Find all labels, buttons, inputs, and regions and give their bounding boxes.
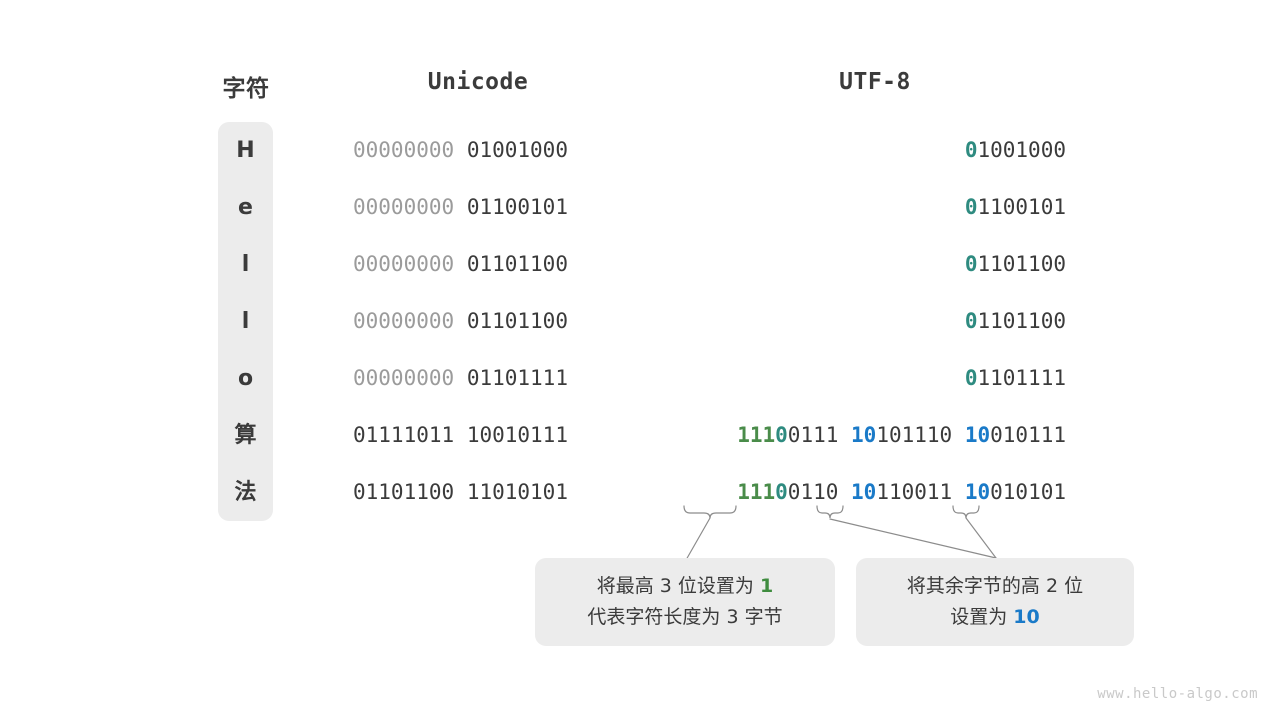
leader-line-2	[829, 518, 997, 559]
utf8-value: 01100101	[0, 179, 1066, 236]
utf8-lead-byte-payload: 0111	[787, 423, 839, 447]
unicode-value: 00000000 01101100	[353, 236, 568, 293]
utf8-value: 11100110 10110011 10010101	[0, 464, 1066, 521]
utf8-lead-byte-payload: 0110	[787, 480, 839, 504]
unicode-high-byte: 00000000	[353, 309, 455, 333]
unicode-low-byte: 01101100	[466, 309, 568, 333]
utf8-lead-byte-payload: 1101100	[977, 309, 1066, 333]
utf8-length-marker-zero: 0	[775, 423, 788, 447]
unicode-low-byte: 01101100	[466, 252, 568, 276]
callout-2-line2-pre: 设置为	[950, 606, 1014, 628]
unicode-value: 00000000 01101100	[353, 293, 568, 350]
column-header-unicode: Unicode	[427, 69, 529, 95]
site-watermark: www.hello-algo.com	[1097, 686, 1258, 702]
callout-1-line2-pre: 代表字符长度为 3 字节	[587, 606, 783, 628]
utf8-length-marker-zero: 0	[964, 366, 978, 390]
utf8-value: 01101100	[0, 236, 1066, 293]
character-column-panel	[218, 122, 273, 521]
utf8-value: 01001000	[0, 122, 1066, 179]
callout-2-line1-pre: 将其余字节的高 2 位	[906, 575, 1084, 597]
utf8-continuation-prefix: 10	[964, 423, 991, 447]
utf8-value: 01101100	[0, 293, 1066, 350]
character-cell: l	[241, 252, 250, 277]
utf8-byte-gap	[838, 423, 851, 447]
column-header-character: 字符	[222, 76, 270, 102]
utf8-lead-byte-payload: 1100101	[977, 195, 1066, 219]
utf8-length-marker-ones: 111	[737, 480, 776, 504]
character-cell: l	[241, 309, 250, 334]
unicode-low-byte: 01100101	[466, 195, 568, 219]
unicode-high-byte: 00000000	[353, 138, 455, 162]
column-header-utf8: UTF-8	[839, 69, 911, 95]
unicode-high-byte: 00000000	[353, 366, 455, 390]
unicode-value: 00000000 01101111	[353, 350, 568, 407]
callout-continuation-bytes: 将其余字节的高 2 位 设置为 10	[856, 558, 1134, 646]
unicode-value: 00000000 01100101	[353, 179, 568, 236]
utf8-continuation-payload: 010101	[990, 480, 1066, 504]
utf8-continuation-prefix: 10	[964, 480, 991, 504]
character-cell: H	[236, 138, 255, 163]
unicode-value: 01101100 11010101	[353, 464, 568, 521]
utf8-value: 01101111	[0, 350, 1066, 407]
unicode-value: 01111011 10010111	[353, 407, 568, 464]
unicode-high-byte: 01101100	[353, 480, 455, 504]
utf8-length-marker-zero: 0	[964, 309, 978, 333]
utf8-lead-byte-payload: 1001000	[977, 138, 1066, 162]
leader-line-3	[965, 517, 997, 559]
character-cell: 算	[234, 423, 257, 448]
leader-line-1	[685, 517, 711, 561]
utf8-continuation-payload: 110011	[876, 480, 953, 504]
utf8-value: 11100111 10101110 10010111	[0, 407, 1066, 464]
utf8-continuation-payload: 010111	[990, 423, 1066, 447]
callout-1-line1-pre: 将最高 3 位设置为	[596, 575, 760, 597]
utf8-byte-gap	[952, 480, 965, 504]
utf8-continuation-prefix: 10	[851, 423, 877, 447]
utf8-lead-byte-payload: 1101100	[977, 252, 1066, 276]
unicode-high-byte: 01111011	[353, 423, 455, 447]
unicode-low-byte: 01101111	[466, 366, 568, 390]
unicode-low-byte: 10010111	[466, 423, 568, 447]
callout-continuation-line-1: 将其余字节的高 2 位	[907, 571, 1083, 602]
utf8-length-marker-zero: 0	[964, 252, 978, 276]
callout-1-line1-emphasis: 1	[759, 575, 774, 597]
utf8-length-marker-zero: 0	[964, 195, 978, 219]
unicode-value: 00000000 01001000	[353, 122, 568, 179]
unicode-low-byte: 11010101	[466, 480, 568, 504]
utf8-length-marker-ones: 111	[737, 423, 776, 447]
unicode-high-byte: 00000000	[353, 195, 455, 219]
character-cell: 法	[234, 480, 257, 505]
callout-continuation-line-2: 设置为 10	[950, 602, 1040, 633]
utf8-length-marker-zero: 0	[964, 138, 978, 162]
utf8-lead-byte-payload: 1101111	[977, 366, 1066, 390]
character-cell: o	[237, 366, 254, 391]
callout-lead-byte-line-2: 代表字符长度为 3 字节	[587, 602, 782, 633]
unicode-high-byte: 00000000	[353, 252, 455, 276]
utf8-byte-gap	[838, 480, 851, 504]
callout-lead-byte: 将最高 3 位设置为 1 代表字符长度为 3 字节	[535, 558, 835, 646]
utf8-length-marker-zero: 0	[775, 480, 788, 504]
character-cell: e	[238, 195, 253, 220]
utf8-byte-gap	[952, 423, 965, 447]
utf8-continuation-payload: 101110	[876, 423, 953, 447]
unicode-low-byte: 01001000	[466, 138, 568, 162]
callout-lead-byte-line-1: 将最高 3 位设置为 1	[597, 571, 773, 602]
utf8-continuation-prefix: 10	[851, 480, 877, 504]
callout-2-line2-emphasis: 10	[1013, 606, 1040, 628]
